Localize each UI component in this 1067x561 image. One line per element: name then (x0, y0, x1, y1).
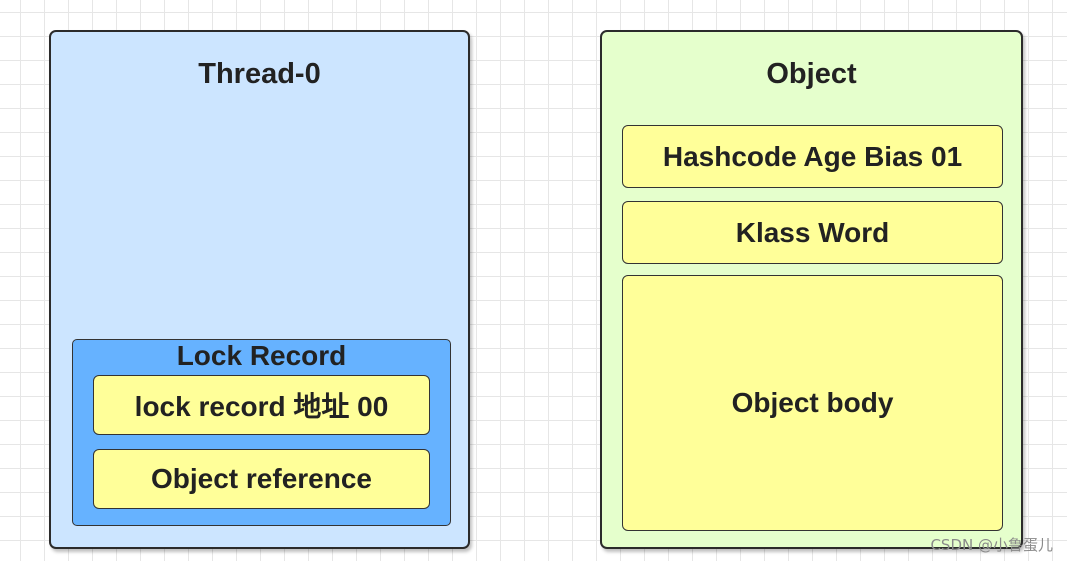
klass-word-cell: Klass Word (622, 201, 1003, 264)
object-body-cell: Object body (622, 275, 1003, 531)
lock-record-title: Lock Record (176, 340, 347, 371)
object-title: Object (766, 58, 857, 90)
object-reference: Object reference (93, 449, 430, 509)
thread-box: Thread-0 Lock Record lock record 地址 00 O… (49, 30, 470, 549)
watermark: CSDN @小鲁蛋儿 (930, 536, 1053, 554)
thread-title: Thread-0 (198, 58, 321, 90)
lock-record-box: Lock Record lock record 地址 00 Object ref… (72, 339, 451, 526)
mark-word-cell: Hashcode Age Bias 01 (622, 125, 1003, 188)
lock-record-address: lock record 地址 00 (93, 375, 430, 435)
object-box: Object Hashcode Age Bias 01 Klass Word O… (600, 30, 1023, 549)
